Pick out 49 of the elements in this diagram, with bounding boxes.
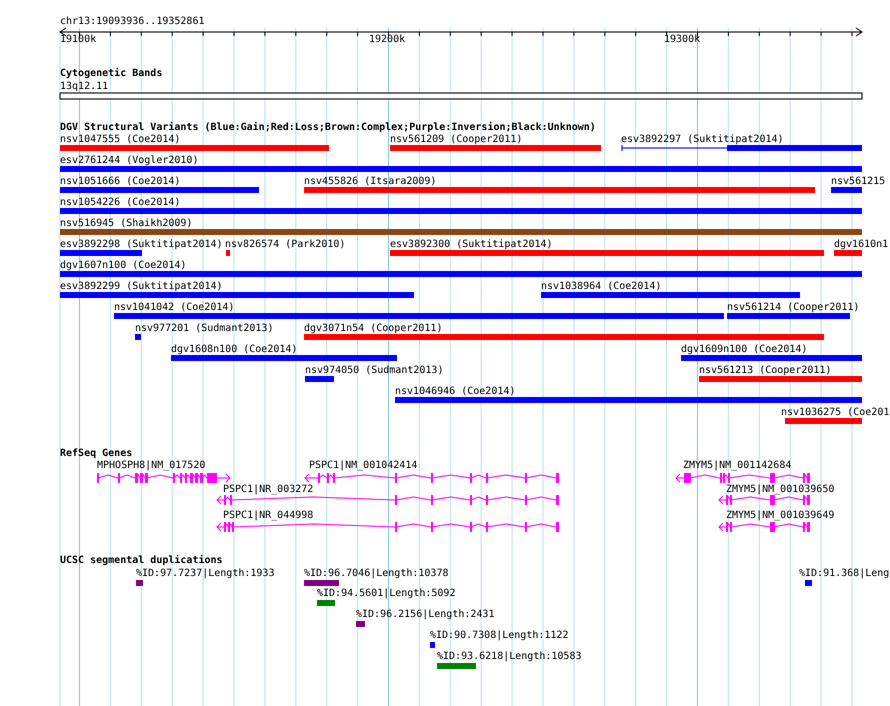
variant-label: nsv561209 (Cooper2011) [390,134,522,146]
variant-label: dgv1608n100 (Coe2014) [171,344,298,356]
tick-label: 19200k [369,34,406,46]
duplication-label: %ID:91.368|Leng [799,568,890,580]
duplication-label: %ID:94.5601|Length:5092 [317,588,456,600]
variant-label: nsv561215 [831,176,886,188]
track-title: RefSeq Genes [60,448,132,460]
gene-label: PSPC1|NM_001042414 [309,460,418,472]
gene-label: MPHOSPH8|NM_017520 [97,460,206,472]
variant-label: esv2761244 (Vogler2010) [60,155,198,167]
variant-label: nsv1047555 (Coe2014) [60,134,180,146]
variant-label: nsv1046946 (Coe2014) [395,386,516,398]
variant-label: nsv1051666 (Coe2014) [60,176,180,188]
duplication-label: %ID:96.2156|Length:2431 [356,609,494,621]
track-title: DGV Structural Variants (Blue:Gain;Red:Loss;Brown:Complex;Purple:Inversion;Black:Unknown) [60,122,596,134]
gene-label: PSPC1|NR_003272 [223,484,314,496]
variant-label: nsv1038964 (Coe2014) [541,281,662,293]
duplication-label: %ID:97.7237|Length:1933 [136,568,274,580]
variant-label: nsv455826 (Itsara2009) [304,176,436,188]
duplication-label: %ID:90.7308|Length:1122 [430,630,568,642]
variant-label: dgv1610n1 [834,239,888,251]
variant-label: esv3892298 (Suktitipat2014) [60,239,223,251]
variant-label: nsv826574 (Park2010) [225,239,346,251]
variant-label: nsv561213 (Cooper2011) [699,365,832,377]
duplication-label: %ID:93.6218|Length:10583 [437,651,582,663]
gene-label: ZMYM5|NM_001039650 [726,484,834,496]
track-title: UCSC segmental duplications [60,555,223,567]
variant-label: nsv977201 (Sudmant2013) [135,323,274,335]
variant-label: nsv561214 (Cooper2011) [727,302,860,314]
variant-label: dgv3071n54 (Cooper2011) [304,323,442,335]
band-label: 13q12.11 [60,81,108,93]
variant-label: nsv1041042 (Coe2014) [114,302,234,314]
tick-label: 19100k [60,34,96,46]
duplication-label: %ID:96.7046|Length:10378 [304,568,448,580]
gene-label: PSPC1|NR_044998 [223,510,314,522]
variant-label: esv3892297 (Suktitipat2014) [621,134,784,146]
variant-label: nsv516945 (Shaikh2009) [60,218,192,230]
variant-label: nsv974050 (Sudmant2013) [305,365,444,377]
variant-label: dgv1609n100 (Coe2014) [681,344,808,356]
variant-label: nsv1036275 (Coe201 [781,407,890,419]
locus-label: chr13:19093936..19352861 [60,16,204,28]
variant-label: dgv1607n100 (Coe2014) [60,260,186,272]
variant-label: esv3892300 (Suktitipat2014) [390,239,553,251]
track-title: Cytogenetic Bands [60,68,162,80]
gene-label: ZMYM5|NM_001142684 [683,460,792,472]
tick-label: 19300k [664,34,700,46]
variant-label: nsv1054226 (Coe2014) [60,197,180,209]
gene-label: ZMYM5|NM_001039649 [726,510,834,522]
variant-label: esv3892299 (Suktitipat2014) [60,281,223,293]
